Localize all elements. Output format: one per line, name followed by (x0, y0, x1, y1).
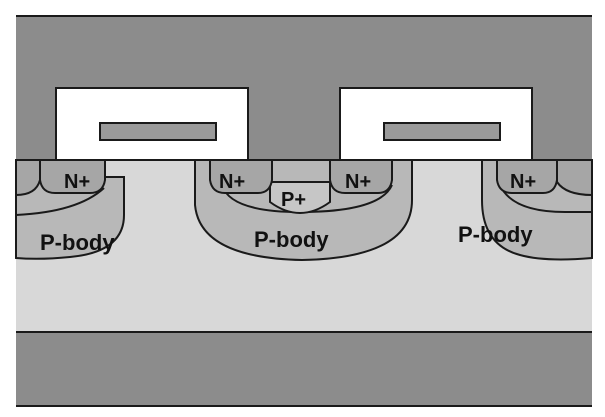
p-body-left-inner (15, 187, 105, 216)
p-body-left (15, 176, 125, 260)
substrate-layer (16, 332, 592, 406)
label-n-plus-3: N+ (345, 171, 371, 193)
label-p-plus: P+ (281, 189, 306, 211)
n-plus-region-4 (496, 159, 558, 194)
label-n-plus-1: N+ (64, 171, 90, 193)
label-n-plus-2: N+ (219, 171, 245, 193)
gate-poly-right (383, 122, 501, 141)
n-plus-region-2 (209, 159, 273, 194)
p-plus-region (269, 181, 331, 214)
n-plus-region-3 (329, 159, 393, 194)
label-n-plus-4: N+ (510, 171, 536, 193)
gate-poly-left (99, 122, 217, 141)
n-plus-region-1 (39, 159, 106, 194)
label-p-body-center: P-body (254, 227, 329, 252)
n-plus-region-edge-right (556, 159, 593, 197)
n-plus-region-edge-left (15, 159, 41, 197)
label-p-body-right: P-body (458, 222, 533, 247)
label-p-body-left: P-body (40, 230, 115, 255)
